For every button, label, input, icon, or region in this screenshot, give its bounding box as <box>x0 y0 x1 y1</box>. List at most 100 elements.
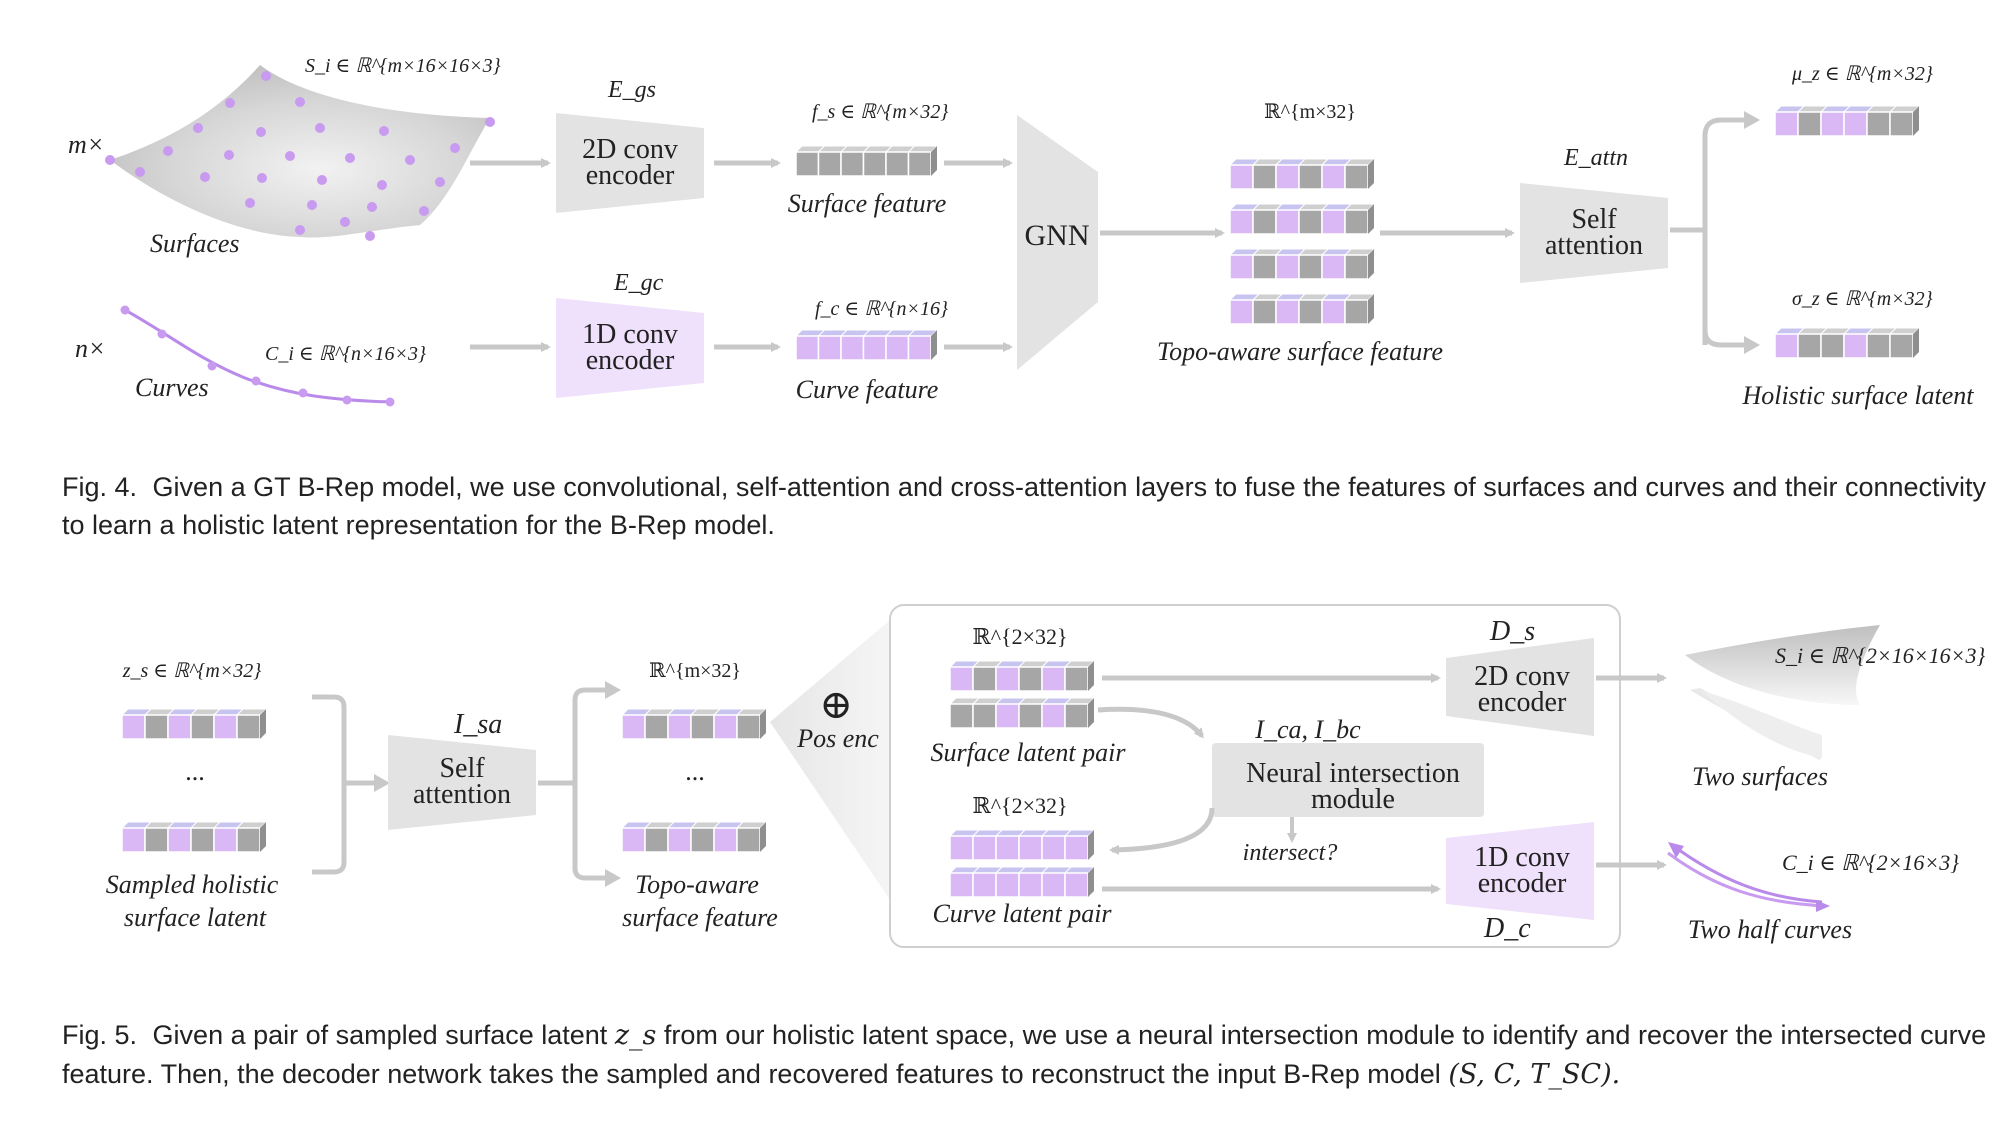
block-side <box>931 146 937 176</box>
surface-point <box>317 175 327 185</box>
feature-block <box>736 827 761 853</box>
feature-block <box>1344 299 1369 325</box>
n-prefix: n× <box>75 334 106 363</box>
feature-block <box>1889 333 1914 359</box>
caption-fig5-number: Fig. 5. <box>62 1020 138 1050</box>
feature-block <box>972 872 997 898</box>
surface-point <box>163 146 173 156</box>
split-right-arrowheads <box>605 681 621 887</box>
topo5-dots: ... <box>685 757 705 786</box>
block-side <box>1088 698 1094 728</box>
feature-block <box>949 872 974 898</box>
feature-block <box>862 335 887 361</box>
sampled-latent-strips <box>120 708 268 853</box>
surface-patch <box>110 65 490 238</box>
feature-block <box>995 666 1020 692</box>
feature-strip <box>948 660 1096 692</box>
feature-strip <box>1228 248 1376 280</box>
feature-block <box>690 714 715 740</box>
feature-block <box>621 827 646 853</box>
feature-block <box>713 714 738 740</box>
feature-block <box>949 666 974 692</box>
feature-block <box>1252 209 1277 235</box>
dc-line2: encoder <box>1478 868 1567 899</box>
feature-block <box>1275 209 1300 235</box>
feature-block <box>840 151 865 177</box>
surface-point <box>193 123 203 133</box>
oplus-symbol: ⊕ <box>819 682 853 727</box>
surface-point <box>340 217 350 227</box>
curve-point <box>385 397 395 407</box>
curve-feature-label: Curve feature <box>796 375 939 404</box>
r2x32-top: ℝ^{2×32} <box>972 624 1067 649</box>
pos-enc-label: Pos enc <box>796 724 879 753</box>
self-attn-line1: Self <box>1571 204 1617 235</box>
topo5-line2: surface feature <box>622 903 778 932</box>
dc-label: D_c <box>1483 913 1531 944</box>
feature-strip <box>620 708 768 740</box>
surface-feature-label: Surface feature <box>788 189 947 218</box>
dc-decoder <box>1446 822 1594 920</box>
surface-point <box>345 153 355 163</box>
feature-block <box>1275 254 1300 280</box>
feature-block <box>167 714 192 740</box>
sampled-line1: Sampled holistic <box>106 870 279 899</box>
feature-block <box>1321 254 1346 280</box>
feature-block <box>885 151 910 177</box>
curve-point <box>120 305 130 315</box>
feature-block <box>121 827 146 853</box>
conv2d-line2: encoder <box>586 160 675 191</box>
feature-block <box>667 827 692 853</box>
caption-fig4-number: Fig. 4. <box>62 472 138 502</box>
feature-block <box>1774 333 1799 359</box>
surface-point <box>377 180 387 190</box>
eattn-label: E_attn <box>1563 145 1628 171</box>
feature-block <box>1229 299 1254 325</box>
feature-block <box>1344 209 1369 235</box>
conv2d-line1: 2D conv <box>582 134 678 165</box>
feature-block <box>817 151 842 177</box>
feature-block <box>1018 835 1043 861</box>
feature-block <box>1321 164 1346 190</box>
caption-fig4-text: Given a GT B-Rep model, we use convoluti… <box>62 472 1987 540</box>
feature-block <box>190 714 215 740</box>
feature-strip <box>120 708 268 740</box>
half-curve-1 <box>1671 843 1823 904</box>
intersect-label: intersect? <box>1243 840 1338 866</box>
feature-strip <box>1773 105 1921 137</box>
feature-block <box>1820 111 1845 137</box>
surface-point <box>295 97 305 107</box>
arrow-pair-to-nim <box>1097 706 1204 739</box>
surface-point <box>257 173 267 183</box>
conv1d-line2: encoder <box>586 345 675 376</box>
si-label: S_i ∈ ℝ^{m×16×16×3} <box>305 55 501 77</box>
curve-pair-strips <box>948 829 1096 898</box>
feature-block <box>995 835 1020 861</box>
surface-point <box>105 155 115 165</box>
surface-point <box>261 71 271 81</box>
feature-strip <box>620 821 768 853</box>
caption-fig5-tuple: (S, C, T_SC). <box>1448 1059 1621 1090</box>
curve-point <box>342 395 352 405</box>
feature-block <box>1820 333 1845 359</box>
sigma-strip <box>1773 327 1921 359</box>
curve-point <box>207 361 217 371</box>
surface-point <box>315 123 325 133</box>
fs-label: f_s ∈ ℝ^{m×32} <box>812 101 948 123</box>
block-side <box>1913 328 1919 358</box>
self-attention-block <box>388 735 536 830</box>
isa-label: I_sa <box>453 709 502 740</box>
feature-block <box>1229 254 1254 280</box>
feature-block <box>862 151 887 177</box>
surface-feature-strip <box>794 145 939 177</box>
feature-block <box>795 151 820 177</box>
bracket-left <box>312 694 378 875</box>
surface-point <box>405 155 415 165</box>
block-side <box>760 709 766 739</box>
feature-strip <box>948 829 1096 861</box>
feature-block <box>1018 703 1043 729</box>
feature-block <box>644 827 669 853</box>
feature-block <box>995 703 1020 729</box>
dc-line1: 1D conv <box>1474 842 1570 873</box>
feature-block <box>167 827 192 853</box>
